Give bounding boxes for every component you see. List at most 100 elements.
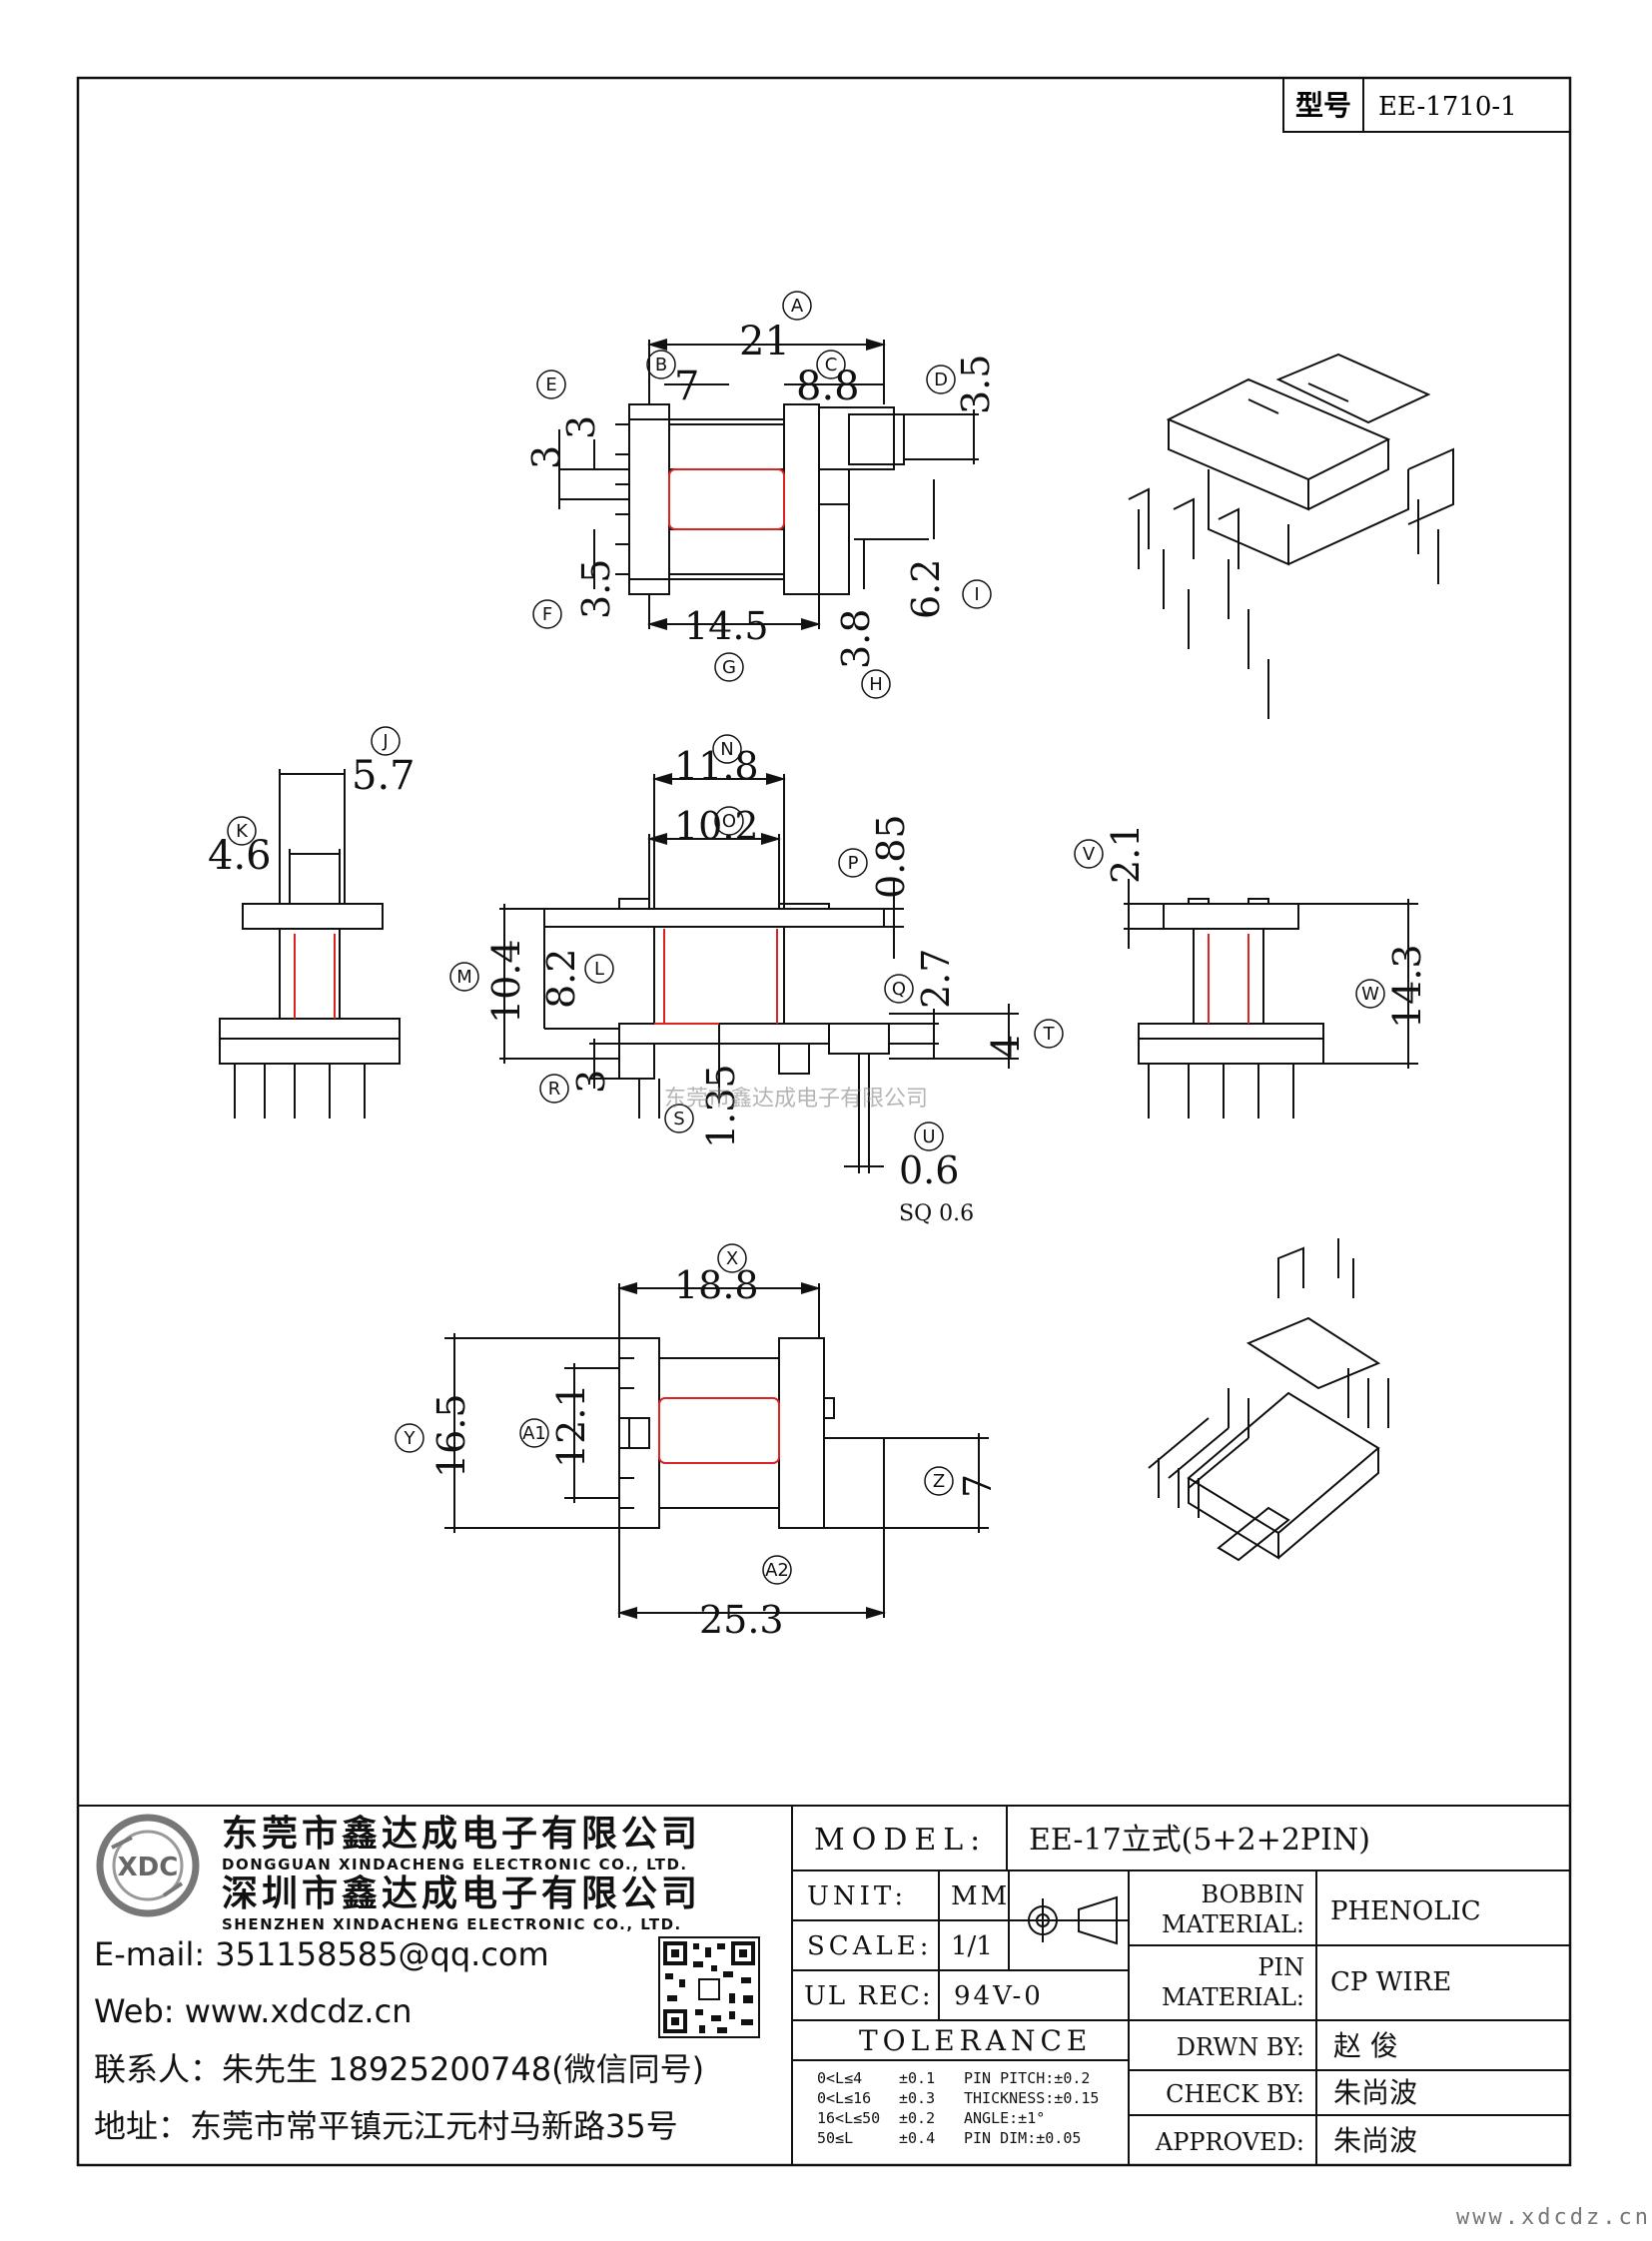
- drawn-label: DRWN BY:: [1177, 2033, 1304, 2061]
- dim-z: 7: [956, 1474, 1000, 1498]
- approved-value: 朱尚波: [1333, 2124, 1417, 2157]
- scale-label: SCALE:: [807, 1931, 933, 1961]
- approved-label: APPROVED:: [1155, 2128, 1304, 2156]
- svg-text:N: N: [720, 739, 733, 760]
- sheet-border: [76, 76, 1572, 2167]
- title-block-texts: MODEL: EE-17立式(5+2+2PIN) UNIT: MM SCALE:…: [804, 1823, 1481, 2157]
- bobbin-value: PHENOLIC: [1330, 1896, 1481, 1926]
- right-view-drawing: [1124, 879, 1418, 1119]
- company-logo: XDC: [96, 1814, 200, 1917]
- svg-text:O: O: [722, 811, 736, 832]
- svg-text:V: V: [1083, 844, 1096, 865]
- dim-b: 7: [674, 364, 699, 409]
- watermark-text: 东莞市鑫达成电子有限公司: [664, 1087, 929, 1112]
- company-info: 东莞市鑫达成电子有限公司 DONGGUAN XINDACHENG ELECTRO…: [94, 1814, 704, 2145]
- svg-text:C: C: [825, 355, 838, 375]
- svg-text:S: S: [673, 1109, 684, 1129]
- dim-i: 6.2: [904, 559, 948, 619]
- dim-v: 2.1: [1104, 824, 1148, 884]
- top-view-core-window: [668, 468, 785, 530]
- header-model-label: 型号: [1295, 89, 1351, 122]
- dim-p: 0.85: [869, 814, 913, 899]
- isometric-view-bottom: [1148, 1238, 1389, 1562]
- qr-code: [658, 1936, 760, 2038]
- svg-text:I: I: [974, 584, 979, 605]
- svg-text:Y: Y: [404, 1428, 416, 1449]
- dim-e: 3: [559, 415, 603, 439]
- right-view-tags: V W: [1074, 839, 1385, 1009]
- company-name-en-2: SHENZHEN XINDACHENG ELECTRONIC CO., LTD.: [222, 1915, 682, 1933]
- company-email: E-mail: 351158585@qq.com: [94, 1935, 549, 1973]
- dim-a2: 25.3: [699, 1598, 784, 1642]
- isometric-view-top: [1128, 353, 1454, 719]
- svg-text:M: M: [456, 967, 472, 988]
- svg-text:L: L: [594, 959, 604, 980]
- dim-u: 0.6: [899, 1148, 959, 1192]
- svg-text:X: X: [726, 1248, 738, 1269]
- svg-text:T: T: [1043, 1024, 1056, 1045]
- bottom-view-core-window: [658, 1397, 780, 1464]
- svg-text:A2: A2: [765, 1560, 789, 1581]
- dim-h: 3.8: [834, 609, 878, 669]
- dim-j: 5.7: [352, 753, 415, 799]
- svg-text:E: E: [545, 374, 556, 395]
- header-model-box: 型号 EE-1710-1: [1282, 77, 1571, 133]
- tol-range-3: 16<L≤50: [817, 2109, 880, 2127]
- dim-g: 14.5: [684, 604, 769, 648]
- dim-q: 2.7: [914, 949, 958, 1009]
- dim-r: 3: [569, 1070, 613, 1094]
- dim-y: 16.5: [429, 1393, 473, 1478]
- dim-e2: 3: [524, 445, 568, 469]
- tol-spec-1: PIN PITCH:±0.2: [964, 2069, 1090, 2087]
- title-block-grid: [78, 1805, 1570, 2165]
- pin-value: CP WIRE: [1330, 1967, 1451, 1997]
- pin-label-1: PIN: [1257, 1953, 1304, 1981]
- dim-w: 14.3: [1385, 944, 1429, 1029]
- svg-text:W: W: [1361, 984, 1379, 1005]
- company-contact: 联系人：朱先生 18925200748(微信同号): [94, 2050, 704, 2088]
- dim-m: 10.4: [484, 939, 528, 1024]
- svg-text:G: G: [722, 657, 736, 678]
- tol-spec-3: ANGLE:±1°: [964, 2109, 1045, 2127]
- side-view-tags: J K: [227, 726, 401, 846]
- svg-text:J: J: [382, 731, 388, 752]
- svg-text:B: B: [655, 355, 667, 375]
- dim-u-note: SQ 0.6: [899, 1201, 974, 1226]
- company-name-cn-1: 东莞市鑫达成电子有限公司: [222, 1814, 701, 1855]
- top-view-tags: A B C D E F G H I: [532, 291, 992, 699]
- tol-spec-4: PIN DIM:±0.05: [964, 2129, 1081, 2147]
- company-name-cn-2: 深圳市鑫达成电子有限公司: [222, 1873, 701, 1914]
- side-view-labels: 5.7 4.6: [208, 753, 415, 879]
- projection-symbol-icon: [1021, 1895, 1118, 1945]
- tol-range-2: 0<L≤16: [817, 2089, 871, 2107]
- company-name-en-1: DONGGUAN XINDACHENG ELECTRONIC CO., LTD.: [222, 1856, 688, 1873]
- tol-range-4: 50≤L: [817, 2129, 853, 2147]
- svg-text:H: H: [869, 674, 883, 695]
- tol-range-1: 0<L≤4: [817, 2069, 862, 2087]
- tol-value-1: ±0.1: [899, 2069, 935, 2087]
- drawn-value: 赵 俊: [1333, 2029, 1398, 2062]
- svg-text:R: R: [548, 1079, 561, 1100]
- right-view-labels: 2.1 14.3: [1104, 824, 1429, 1029]
- svg-text:U: U: [922, 1126, 935, 1147]
- bottom-view-labels: 18.8 16.5 12.1 7 25.3: [429, 1263, 1000, 1642]
- model-label: MODEL:: [814, 1823, 987, 1858]
- bobbin-label-2: MATERIAL:: [1162, 1910, 1304, 1938]
- dim-d: 3.5: [954, 355, 998, 414]
- dim-t: 4: [984, 1035, 1028, 1059]
- dim-s: 1.35: [699, 1064, 743, 1148]
- dim-k: 4.6: [208, 833, 272, 879]
- unit-value: MM: [951, 1881, 1010, 1911]
- svg-text:P: P: [848, 853, 859, 874]
- tol-value-4: ±0.4: [899, 2129, 935, 2147]
- scale-value: 1/1: [951, 1931, 993, 1961]
- svg-text:Z: Z: [933, 1471, 945, 1492]
- pin-label-2: MATERIAL:: [1162, 1983, 1304, 2011]
- dim-c: 8.8: [796, 364, 860, 409]
- tol-spec-2: THICKNESS:±0.15: [964, 2089, 1099, 2107]
- side-view-drawing: [219, 769, 401, 1119]
- top-view-labels: 21 7 8.8 3.5 3 3 3.5 14.5 3.8 6.2: [524, 319, 998, 669]
- front-view-tags: N O P M L Q T R S U: [449, 734, 1064, 1151]
- tol-value-3: ±0.2: [899, 2109, 935, 2127]
